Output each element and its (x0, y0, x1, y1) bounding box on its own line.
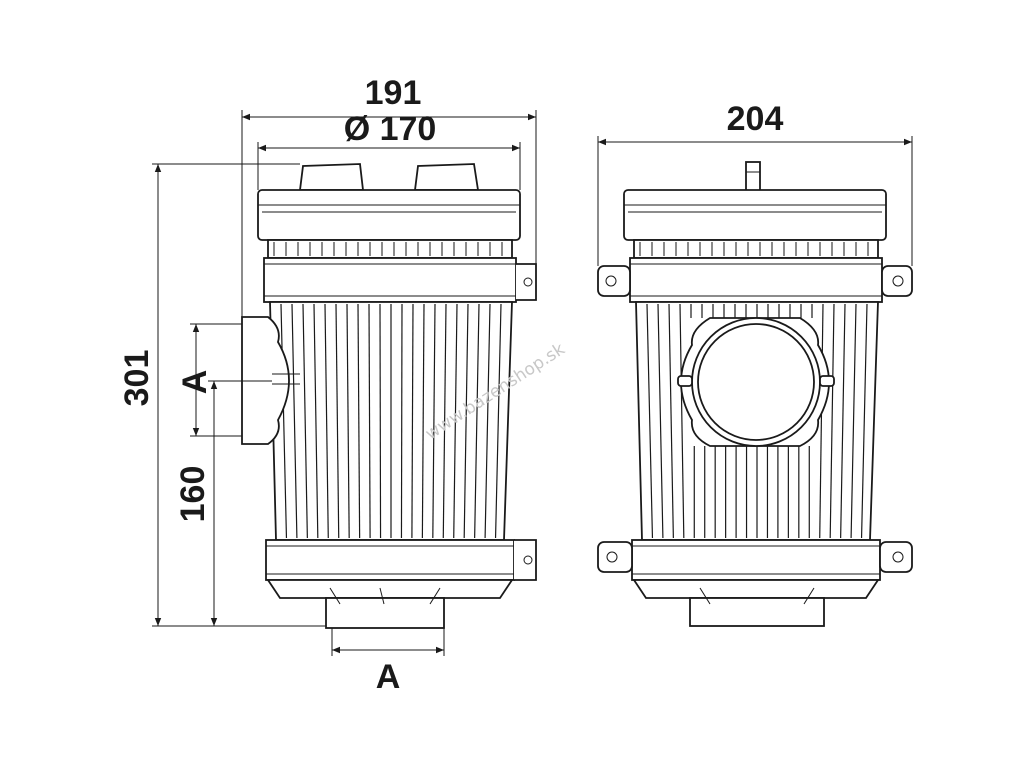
side-view (241, 163, 537, 629)
dim-204-label: 204 (727, 100, 784, 138)
side-lid (257, 189, 521, 241)
side-bracket-bottom (514, 539, 537, 581)
dim-diameter-170-label: Ø 170 (344, 110, 437, 148)
dim-160-label: 160 (174, 466, 212, 523)
side-base (266, 579, 514, 599)
side-lower-collar (265, 539, 515, 581)
side-top-tab-right (413, 163, 480, 191)
side-bracket-top (516, 263, 537, 301)
side-upper-collar (263, 257, 517, 303)
dim-301-label: 301 (118, 350, 156, 407)
side-vent-band (267, 239, 513, 259)
dimension-labels: 191 Ø 170 204 301 160 A A (118, 74, 783, 696)
front-vent-band (633, 239, 879, 259)
front-top-nipple (745, 161, 761, 193)
front-outlet-pipe (689, 597, 825, 627)
dim-a-vertical-label: A (176, 370, 214, 395)
front-ear-top-right (881, 265, 913, 297)
side-outlet-pipe (325, 597, 445, 629)
front-upper-collar (629, 257, 883, 303)
dim-191-label: 191 (365, 74, 422, 112)
dimension-lines (152, 110, 913, 656)
side-top-tab-left (298, 163, 365, 191)
front-ear-top-left (597, 265, 631, 297)
front-ear-bottom-right (879, 541, 913, 573)
front-base (632, 579, 880, 599)
front-ear-bottom-left (597, 541, 633, 573)
front-inlet-opening (697, 323, 815, 441)
front-lid (623, 189, 887, 241)
dim-a-horizontal-label: A (376, 658, 401, 696)
front-view (597, 161, 913, 627)
